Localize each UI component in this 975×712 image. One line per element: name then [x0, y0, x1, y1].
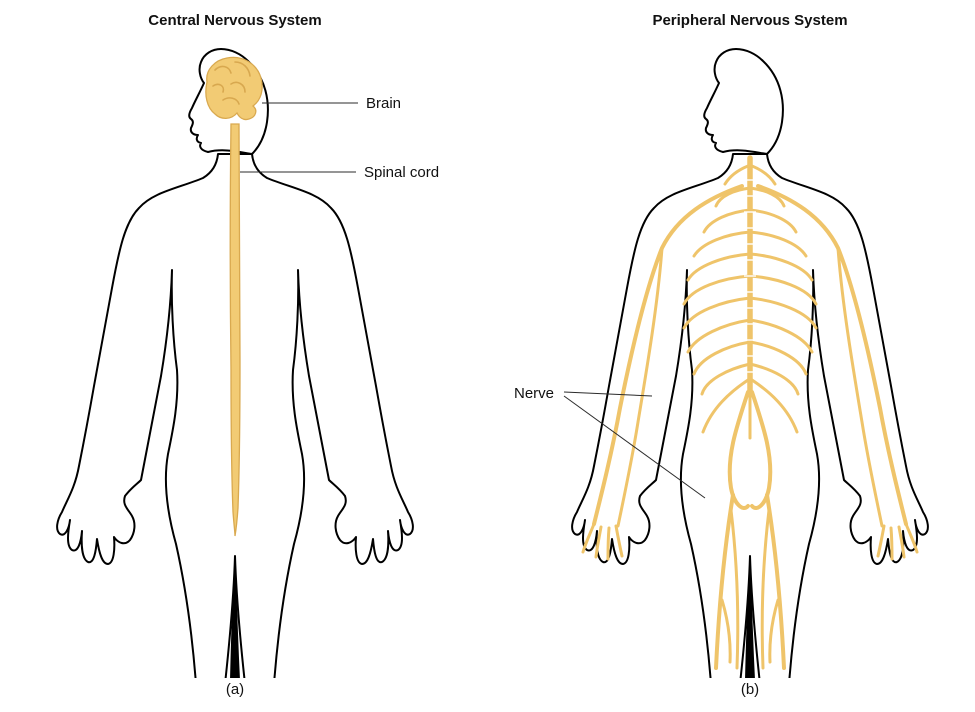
- caption-b: (b): [740, 681, 760, 698]
- panel-central-nervous-system: Brain Spinal cord: [56, 48, 439, 678]
- label-spinal-cord: Spinal cord: [364, 164, 439, 181]
- vertebrae-marks: [744, 179, 756, 373]
- leader-line-nerve-arm: [563, 391, 653, 397]
- caption-a: (a): [225, 681, 245, 698]
- leader-line-nerve-leg: [563, 395, 706, 499]
- label-brain: Brain: [366, 95, 401, 112]
- leg-nerves-left: [714, 493, 740, 670]
- brain-shape: [205, 56, 263, 121]
- arm-nerves-left: [581, 184, 744, 561]
- panel-title-peripheral: Peripheral Nervous System: [652, 12, 848, 29]
- rib-nerves-right: [748, 186, 818, 396]
- rib-nerves-left: [682, 186, 752, 396]
- label-nerve: Nerve: [514, 385, 554, 402]
- panel-peripheral-nervous-system: Nerve: [514, 48, 929, 678]
- arm-nerves-right: [756, 184, 919, 561]
- sacral-nerves: [701, 378, 799, 510]
- panel-title-central: Central Nervous System: [148, 12, 322, 29]
- nerve-network: [581, 155, 919, 670]
- brain-folds: [212, 61, 251, 105]
- spinal-cord-shape: [229, 123, 241, 537]
- leg-nerves-right: [760, 493, 786, 670]
